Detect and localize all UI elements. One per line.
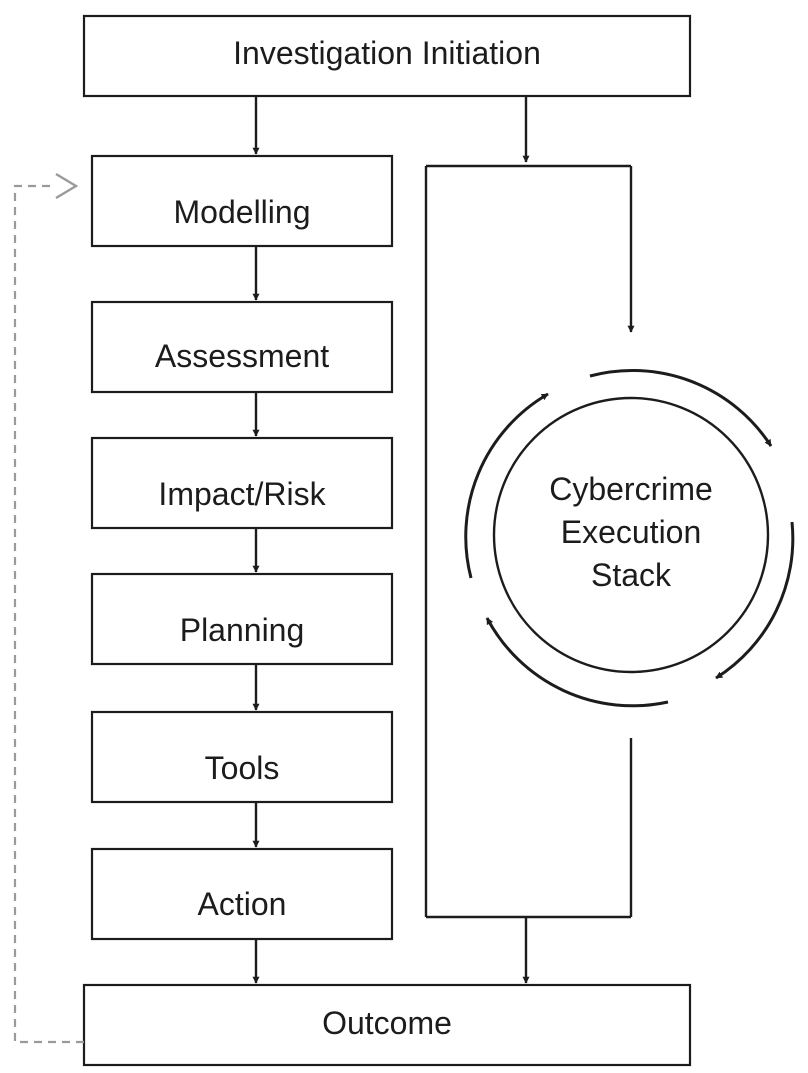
step-assessment: Assessment <box>90 300 394 394</box>
stack-label-line: Cybercrime <box>549 471 713 507</box>
investigation-initiation-label: Investigation Initiation <box>233 35 541 71</box>
step-label: Tools <box>205 750 280 786</box>
cycle-arrows <box>464 368 795 708</box>
investigation-initiation-node: Investigation Initiation <box>82 14 692 98</box>
feedback-loop-line <box>13 184 84 1044</box>
feedback-arrowhead-icon <box>55 172 79 200</box>
step-label: Modelling <box>174 194 311 230</box>
cycle-arrow-top-right <box>589 368 773 447</box>
step-label: Action <box>198 886 287 922</box>
cycle-arrow-top-left <box>464 392 549 579</box>
step-label: Assessment <box>155 338 329 374</box>
cybercrime-stack-node: Cybercrime Execution Stack <box>492 396 770 674</box>
stack-label-line: Stack <box>591 557 672 593</box>
step-planning: Planning <box>90 572 394 666</box>
cycle-arrow-bottom-left <box>485 617 669 708</box>
cycle-arrow-bottom-right <box>715 521 795 680</box>
outcome-node: Outcome <box>82 983 692 1067</box>
step-label: Planning <box>180 612 305 648</box>
step-label: Impact/Risk <box>158 476 326 512</box>
outcome-label: Outcome <box>322 1005 452 1041</box>
step-tools: Tools <box>90 710 394 804</box>
step-impact-risk: Impact/Risk <box>90 436 394 530</box>
stack-label-line: Execution <box>561 514 702 550</box>
step-action: Action <box>90 847 394 941</box>
step-modelling: Modelling <box>90 154 394 248</box>
